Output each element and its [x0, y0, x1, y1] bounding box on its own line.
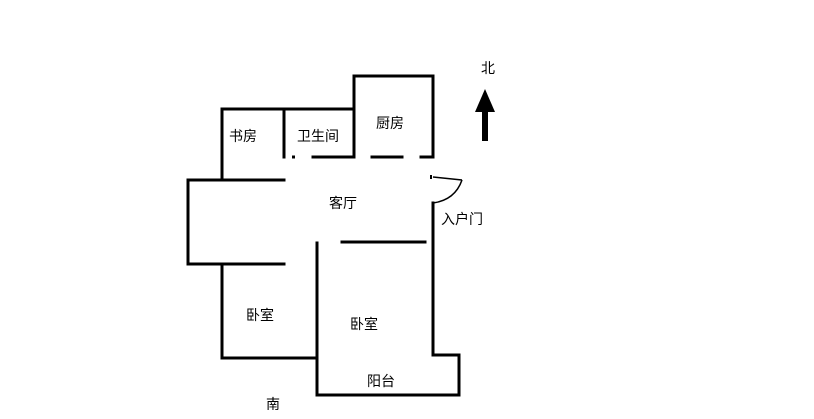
- kitchen-label: 厨房: [376, 116, 404, 132]
- study-label: 书房: [229, 129, 257, 145]
- entrance-door: [430, 175, 463, 204]
- north-label: 北: [481, 61, 495, 77]
- bathroom-label: 卫生间: [297, 129, 339, 145]
- kitchen-wall: [352, 74, 435, 159]
- entrance-label: 入户门: [441, 211, 483, 228]
- right-bedroom-label: 卧室: [350, 316, 378, 333]
- door-leaf: [432, 176, 463, 181]
- left-bedroom-label: 卧室: [246, 307, 274, 324]
- door-swing-arc: [432, 179, 463, 204]
- living-room-label: 客厅: [329, 195, 357, 212]
- west-bay-wall: [186, 178, 286, 266]
- walls: [186, 74, 461, 397]
- north-arrow-icon: [475, 89, 495, 141]
- east-wall: [315, 201, 461, 397]
- south-label: 南: [266, 397, 280, 413]
- left-bedroom-wall: [220, 262, 318, 360]
- balcony-label: 阳台: [367, 374, 395, 390]
- study-bath-top-wall: [220, 107, 356, 180]
- wall-marks: [220, 155, 295, 180]
